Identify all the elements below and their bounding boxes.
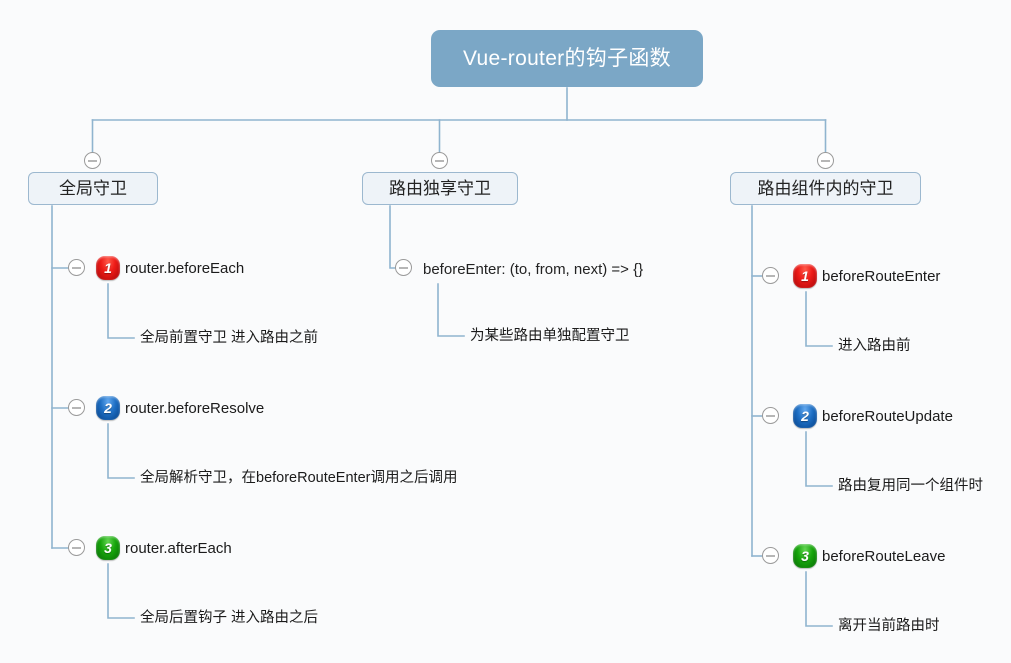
detail-node-label: 为某些路由单独配置守卫 (470, 327, 630, 344)
order-badge-1: 1 (793, 264, 817, 288)
order-badge-2: 2 (793, 404, 817, 428)
leaf-node-label: router.afterEach (125, 539, 232, 557)
detail-node-beforeRouteLeave[interactable]: 离开当前路由时 (838, 616, 940, 636)
detail-node-router-beforeEach[interactable]: 全局前置守卫 进入路由之前 (140, 328, 318, 348)
toggle-minus-circle-icon-in-component-guards[interactable] (817, 152, 834, 169)
toggle-minus-circle-icon-router-afterEach[interactable] (68, 539, 85, 556)
toggle-minus-circle-icon-route-exclusive-guard[interactable] (431, 152, 448, 169)
toggle-minus-circle-icon-router-beforeEach[interactable] (68, 259, 85, 276)
leaf-node-label: router.beforeResolve (125, 399, 265, 417)
detail-node-label: 全局前置守卫 进入路由之前 (140, 329, 319, 346)
leaf-node-label: beforeEnter: (to, from, next) => {} (423, 260, 644, 278)
leaf-node-label: beforeRouteLeave (822, 547, 946, 565)
detail-node-router-beforeResolve[interactable]: 全局解析守卫，在beforeRouteEnter调用之后调用 (140, 468, 457, 488)
detail-node-label: 路由复用同一个组件时 (838, 477, 983, 494)
branch-node-in-component-guards[interactable]: 路由组件内的守卫 (730, 172, 921, 205)
leaf-node-beforeRouteUpdate[interactable]: 2 beforeRouteUpdate (793, 404, 953, 428)
root-node[interactable]: Vue-router的钩子函数 (431, 30, 703, 87)
order-badge-3: 3 (96, 536, 120, 560)
branch-node-label: 路由独享守卫 (389, 179, 491, 198)
leaf-node-label: beforeRouteUpdate (822, 407, 953, 425)
detail-node-beforeRouteUpdate[interactable]: 路由复用同一个组件时 (838, 476, 983, 496)
detail-node-label: 进入路由前 (838, 337, 911, 354)
detail-node-label: 全局后置钩子 进入路由之后 (140, 609, 319, 626)
detail-node-label: 离开当前路由时 (838, 617, 940, 634)
leaf-node-label: beforeRouteEnter (822, 267, 941, 285)
detail-node-router-afterEach[interactable]: 全局后置钩子 进入路由之后 (140, 608, 318, 628)
root-node-label: Vue-router的钩子函数 (463, 47, 671, 70)
leaf-node-beforeEnter[interactable]: beforeEnter: (to, from, next) => {} (423, 257, 643, 281)
order-badge-1: 1 (96, 256, 120, 280)
detail-node-beforeEnter[interactable]: 为某些路由单独配置守卫 (470, 326, 630, 346)
order-badge-3: 3 (793, 544, 817, 568)
detail-node-beforeRouteEnter[interactable]: 进入路由前 (838, 336, 911, 356)
leaf-node-beforeRouteLeave[interactable]: 3 beforeRouteLeave (793, 544, 945, 568)
toggle-minus-circle-icon-router-beforeResolve[interactable] (68, 399, 85, 416)
toggle-minus-circle-icon-beforeEnter[interactable] (395, 259, 412, 276)
leaf-node-router-beforeEach[interactable]: 1 router.beforeEach (96, 256, 244, 280)
toggle-minus-circle-icon-global-guards[interactable] (84, 152, 101, 169)
branch-node-label: 路由组件内的守卫 (757, 179, 894, 198)
detail-node-label: 全局解析守卫，在beforeRouteEnter调用之后调用 (140, 469, 458, 486)
order-badge-2: 2 (96, 396, 120, 420)
toggle-minus-circle-icon-beforeRouteEnter[interactable] (762, 267, 779, 284)
toggle-minus-circle-icon-beforeRouteLeave[interactable] (762, 547, 779, 564)
leaf-node-beforeRouteEnter[interactable]: 1 beforeRouteEnter (793, 264, 940, 288)
leaf-node-router-afterEach[interactable]: 3 router.afterEach (96, 536, 232, 560)
branch-node-route-exclusive-guard[interactable]: 路由独享守卫 (362, 172, 518, 205)
leaf-node-router-beforeResolve[interactable]: 2 router.beforeResolve (96, 396, 264, 420)
branch-node-global-guards[interactable]: 全局守卫 (28, 172, 158, 205)
branch-node-label: 全局守卫 (59, 179, 127, 198)
toggle-minus-circle-icon-beforeRouteUpdate[interactable] (762, 407, 779, 424)
leaf-node-label: router.beforeEach (125, 259, 245, 277)
